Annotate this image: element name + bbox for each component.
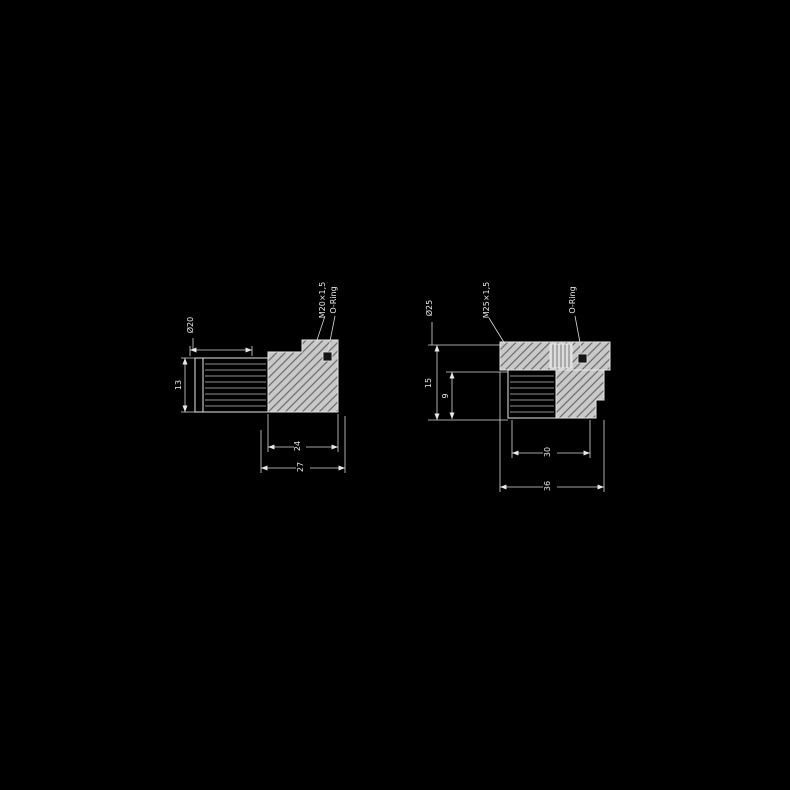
left-top-extension-lines bbox=[189, 338, 253, 356]
right-oring-seal bbox=[577, 353, 588, 364]
left-height-label: 13 bbox=[174, 380, 183, 390]
right-width-outer-label: 36 bbox=[543, 481, 552, 491]
right-thread-lines bbox=[510, 375, 554, 413]
left-thread-lines bbox=[205, 363, 266, 407]
left-width-outer-label: 27 bbox=[296, 462, 305, 472]
left-dim-height: 13 bbox=[174, 357, 195, 413]
left-thread-outline bbox=[202, 357, 269, 413]
right-height-outer-extension-lines bbox=[428, 344, 508, 421]
right-dim-top-diameter: Ø25 bbox=[424, 300, 434, 345]
right-oring-callout-label: O-Ring bbox=[568, 286, 577, 313]
right-thread-callout-label: M25×1,5 bbox=[482, 282, 491, 319]
left-height-extension-lines bbox=[181, 357, 195, 413]
right-dim-height-inner: 9 bbox=[441, 371, 508, 419]
right-callout-leader-lines bbox=[488, 315, 583, 354]
left-width-inner-extension-lines bbox=[267, 414, 339, 452]
left-callout-leader-lines bbox=[314, 315, 336, 352]
right-width-inner-label: 30 bbox=[543, 447, 552, 457]
left-oring-seal bbox=[322, 351, 333, 362]
right-dim-width-outer: 36 bbox=[499, 372, 605, 492]
left-dim-top-diameter: Ø20 bbox=[185, 317, 253, 356]
right-section-body bbox=[555, 369, 605, 419]
left-oring-callout-label: O-Ring bbox=[329, 286, 338, 313]
left-callouts: M20×1,5 O-Ring bbox=[314, 282, 338, 352]
left-flange bbox=[194, 357, 204, 413]
right-callouts: M25×1,5 O-Ring bbox=[482, 282, 583, 354]
left-thread-callout-label: M20×1,5 bbox=[318, 282, 327, 319]
left-width-inner-label: 24 bbox=[293, 441, 302, 451]
right-dim-width-inner: 30 bbox=[511, 420, 591, 458]
right-height-outer-label: 15 bbox=[424, 378, 433, 388]
left-drawing: Ø20 13 M20×1,5 O-Ring 24 bbox=[174, 282, 346, 473]
left-dim-width-inner: 24 bbox=[267, 414, 339, 452]
right-dim-height-outer: 15 bbox=[424, 344, 508, 421]
right-insert bbox=[549, 343, 573, 369]
right-top-diameter-label: Ø25 bbox=[424, 300, 434, 316]
left-dim-width-outer: 27 bbox=[260, 416, 346, 473]
right-width-outer-extension-lines bbox=[499, 372, 605, 492]
right-drawing: Ø25 15 9 M25×1,5 O-Ring bbox=[424, 282, 611, 492]
left-section-body bbox=[267, 339, 339, 413]
right-height-inner-label: 9 bbox=[441, 393, 450, 398]
left-top-diameter-label: Ø20 bbox=[185, 317, 195, 333]
